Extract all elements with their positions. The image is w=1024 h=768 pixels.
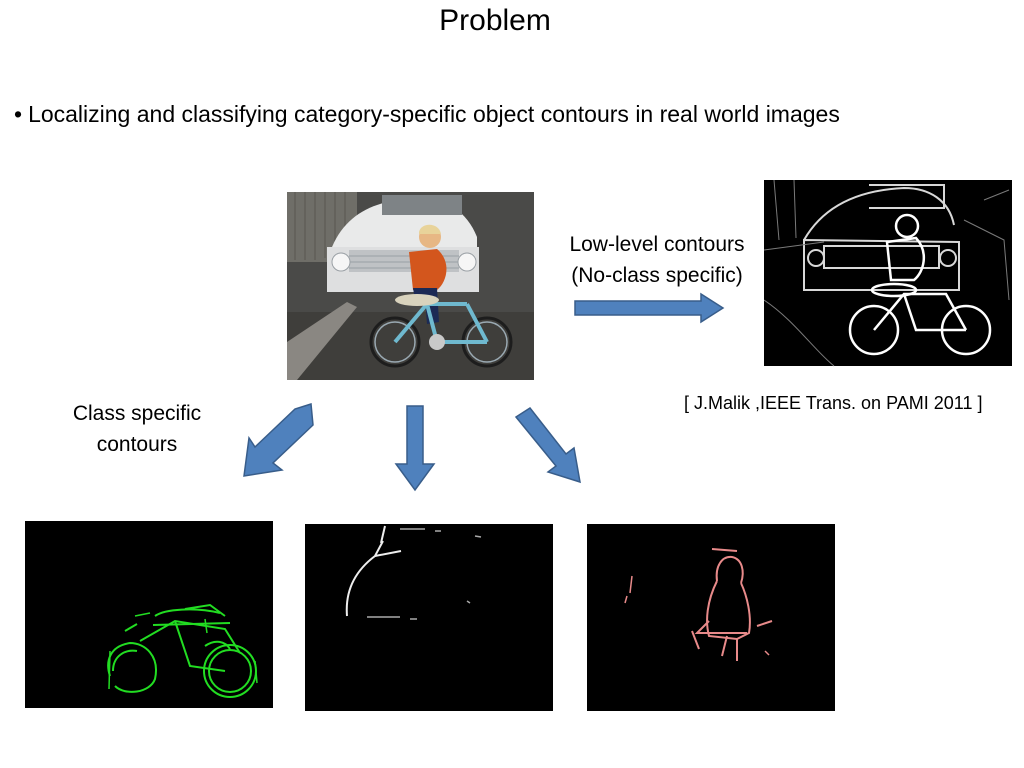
right-arrow-icon — [574, 292, 725, 324]
person-contour-image — [587, 521, 835, 711]
class-label-line2: contours — [96, 433, 178, 456]
bullet-text: Localizing and classifying category-spec… — [28, 101, 840, 127]
low-level-contour-image — [764, 180, 1012, 370]
class-label-line1: Class specific — [72, 402, 202, 425]
low-level-label-line2: (No-class specific) — [571, 264, 743, 287]
source-photo — [287, 192, 534, 380]
slide-title: Problem — [439, 4, 551, 37]
bullet-icon: • — [14, 101, 23, 127]
low-level-contours-label: Low-level contours (No-class specific) — [550, 229, 764, 291]
down-right-arrow-icon — [514, 406, 581, 484]
down-left-arrow-icon — [243, 403, 314, 477]
low-level-label-line1: Low-level contours — [569, 233, 745, 256]
car-contour-image — [305, 521, 553, 711]
bullet-point: •Localizing and classifying category-spe… — [14, 101, 840, 128]
bicycle-contour-image — [25, 521, 273, 708]
citation: [ J.Malik ,IEEE Trans. on PAMI 2011 ] — [684, 393, 983, 413]
class-specific-label: Class specific contours — [40, 398, 234, 460]
down-arrow-icon — [394, 405, 436, 492]
